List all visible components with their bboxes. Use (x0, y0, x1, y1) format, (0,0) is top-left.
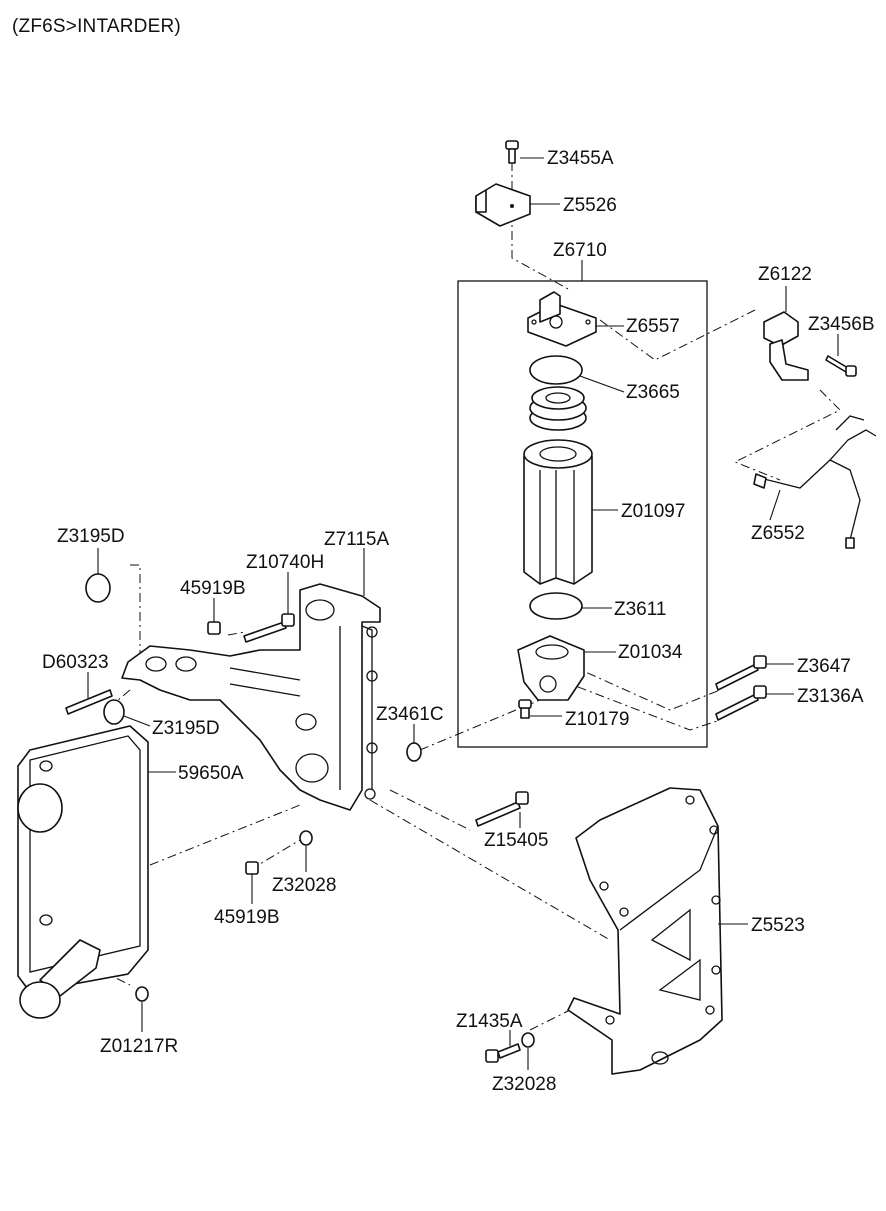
label-z01097: Z01097 (621, 501, 685, 522)
filter-disc (529, 386, 587, 431)
label-z3665: Z3665 (626, 382, 680, 403)
label-z6122: Z6122 (758, 264, 812, 285)
label-z3195d-top: Z3195D (57, 526, 125, 547)
z10179-bolt (518, 699, 532, 719)
z01034-housing (517, 635, 585, 701)
label-z10740h: Z10740H (246, 552, 324, 573)
alignment-lines (99, 162, 841, 1031)
z3456b-bolt (825, 355, 857, 377)
z15405-bolt (475, 791, 529, 827)
z7115a-manifold (121, 583, 381, 811)
label-z3611: Z3611 (614, 599, 666, 620)
z3195d-o-ring-top (85, 573, 111, 603)
z1435a-bolt (485, 1043, 521, 1063)
label-z01034: Z01034 (618, 642, 683, 663)
label-z7115a: Z7115A (324, 529, 389, 550)
label-d60323: D60323 (42, 652, 109, 673)
label-45919b-bottom: 45919B (214, 907, 280, 928)
label-z10179: Z10179 (565, 709, 629, 730)
z6552-wiring-harness (753, 415, 877, 549)
label-z5523: Z5523 (751, 915, 805, 936)
label-45919b-top: 45919B (180, 578, 246, 599)
45919b-nut-bottom (245, 861, 259, 875)
z3461c-o-ring (406, 742, 422, 762)
leader-lines (87, 157, 839, 1070)
label-z1435a: Z1435A (456, 1011, 523, 1032)
z3455a-bolt (505, 140, 519, 164)
z01097-filter-element (523, 439, 593, 585)
label-z3647: Z3647 (797, 656, 851, 677)
59650a-oil-cooler (17, 725, 149, 1019)
z5523-mounting-bracket (567, 787, 723, 1075)
label-z15405: Z15405 (484, 830, 548, 851)
label-z3456b: Z3456B (808, 314, 875, 335)
label-z32028-bottom: Z32028 (492, 1074, 556, 1095)
z6557-filter-head (527, 291, 597, 347)
z10740h-bolt (243, 613, 295, 643)
label-z01217r: Z01217R (100, 1036, 178, 1057)
z3665-o-ring (529, 355, 583, 385)
d60323-stud (65, 689, 113, 715)
z32028-washer-bottom (521, 1032, 535, 1048)
z6122-sensor (763, 311, 809, 381)
z5526-bracket (475, 183, 531, 227)
label-z3461c: Z3461C (376, 704, 444, 725)
z3611-o-ring (529, 592, 583, 620)
label-z32028-mid: Z32028 (272, 875, 336, 896)
label-z6710: Z6710 (553, 240, 607, 261)
label-z5526: Z5526 (563, 195, 617, 216)
z3647-bolt (715, 655, 767, 691)
label-59650a: 59650A (178, 763, 244, 784)
diagram-header: (ZF6S>INTARDER) (12, 16, 181, 37)
label-z6552: Z6552 (751, 523, 805, 544)
label-z3455a: Z3455A (547, 148, 614, 169)
z32028-washer-mid (299, 830, 313, 846)
z01217r-o-ring (135, 986, 149, 1002)
z3136a-bolt (715, 685, 767, 721)
label-z3195d-bottom: Z3195D (152, 718, 220, 739)
z3195d-o-ring-bottom (103, 699, 125, 725)
label-z6557: Z6557 (626, 316, 680, 337)
label-z3136a: Z3136A (797, 686, 864, 707)
45919b-nut-top (207, 621, 221, 635)
